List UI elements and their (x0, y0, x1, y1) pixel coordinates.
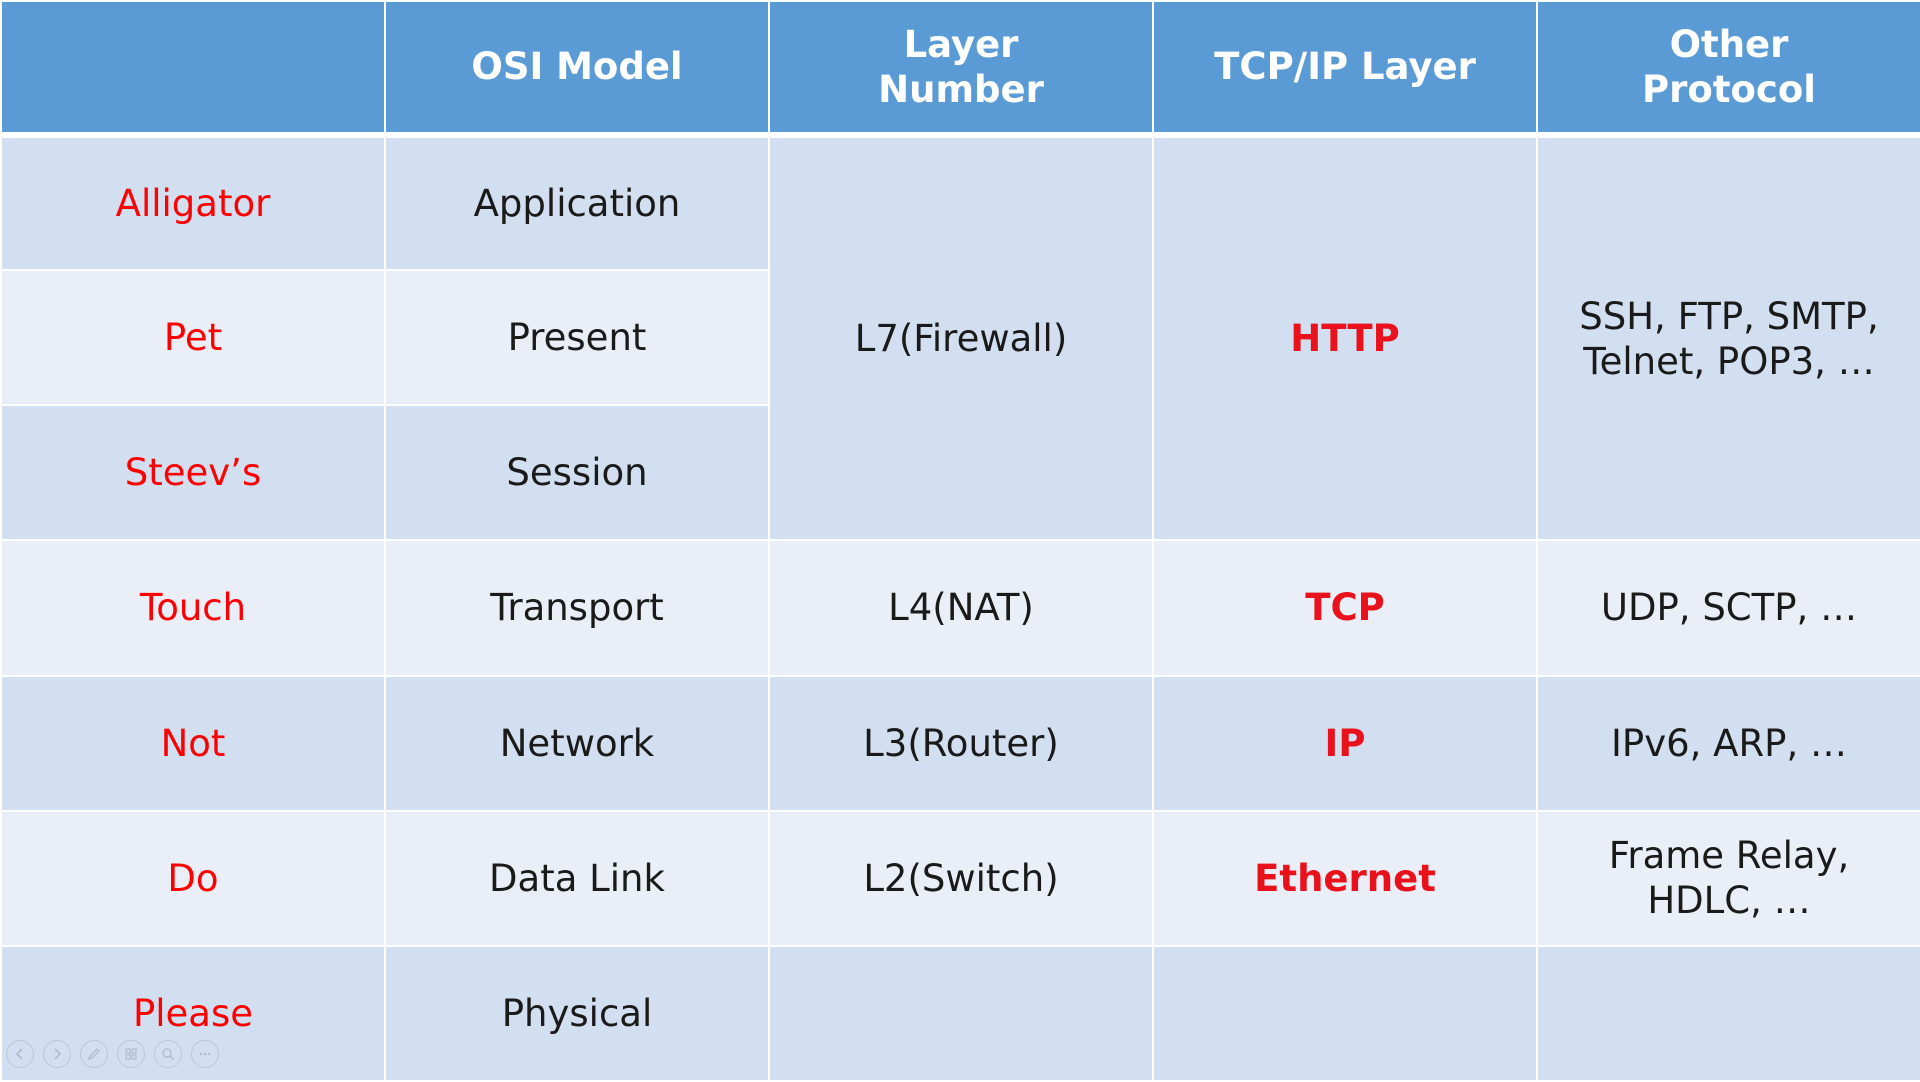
other-protocol-line2: HDLC, … (1647, 879, 1811, 923)
mnemonic-cell: Touch (0, 539, 386, 677)
other-protocol-line1: SSH, FTP, SMTP, (1579, 294, 1879, 338)
layer-number-cell (768, 944, 1154, 1082)
header-layer-number-line1: Layer (903, 22, 1019, 66)
table-row-transport: Touch Transport L4(NAT) TCP UDP, SCTP, … (0, 539, 1920, 677)
header-osi-model: OSI Model (384, 0, 770, 138)
osi-layer-cell: Session (384, 404, 770, 542)
osi-layer-cell: Transport (384, 539, 770, 677)
mnemonic-cell: Steev’s (0, 404, 386, 542)
slideshow-toolbar (6, 1040, 219, 1068)
next-icon[interactable] (43, 1040, 71, 1068)
other-protocol-cell: IPv6, ARP, … (1536, 674, 1920, 812)
other-protocol-cell: SSH, FTP, SMTP, Telnet, POP3, … (1536, 133, 1920, 542)
previous-icon[interactable] (6, 1040, 34, 1068)
slides-icon[interactable] (117, 1040, 145, 1068)
layer-number-cell: L3(Router) (768, 674, 1154, 812)
more-icon[interactable] (191, 1040, 219, 1068)
table-row-network: Not Network L3(Router) IP IPv6, ARP, … (0, 674, 1920, 812)
osi-layer-cell: Network (384, 674, 770, 812)
table-header-row: OSI Model Layer Number TCP/IP Layer Othe… (0, 0, 1920, 138)
other-protocol-line2: Telnet, POP3, … (1583, 339, 1875, 383)
mnemonic-cell: Not (0, 674, 386, 812)
table-row-physical: Please Physical (0, 944, 1920, 1082)
header-other-protocol: Other Protocol (1536, 0, 1920, 138)
header-layer-number-line2: Number (878, 68, 1044, 111)
table-row-presentation: Pet Present (0, 269, 1920, 407)
layer-number-cell: L2(Switch) (768, 809, 1154, 947)
header-tcpip-layer: TCP/IP Layer (1152, 0, 1538, 138)
mnemonic-cell: Do (0, 809, 386, 947)
tcpip-layer-cell: Ethernet (1152, 809, 1538, 947)
mnemonic-cell: Alligator (0, 133, 386, 272)
table-row-application: Alligator Application L7(Firewall) HTTP … (0, 133, 1920, 542)
tcpip-layer-cell: TCP (1152, 539, 1538, 677)
header-layer-number: Layer Number (768, 0, 1154, 138)
other-protocol-cell: UDP, SCTP, … (1536, 539, 1920, 677)
table-row-data-link: Do Data Link L2(Switch) Ethernet Frame R… (0, 809, 1920, 947)
other-protocol-cell: Frame Relay, HDLC, … (1536, 809, 1920, 947)
other-protocol-line1: Frame Relay, (1608, 834, 1850, 878)
tcpip-layer-cell: HTTP (1152, 133, 1538, 542)
osi-layer-cell: Physical (384, 944, 770, 1082)
tcpip-layer-cell: IP (1152, 674, 1538, 812)
osi-layer-cell: Present (384, 269, 770, 407)
layer-number-cell: L4(NAT) (768, 539, 1154, 677)
zoom-icon[interactable] (154, 1040, 182, 1068)
header-other-protocol-line1: Other (1669, 22, 1789, 66)
pen-icon[interactable] (80, 1040, 108, 1068)
layer-number-cell: L7(Firewall) (768, 133, 1154, 542)
tcpip-layer-cell (1152, 944, 1538, 1082)
header-other-protocol-line2: Protocol (1642, 68, 1816, 111)
osi-layer-cell: Data Link (384, 809, 770, 947)
osi-layer-cell: Application (384, 133, 770, 272)
other-protocol-cell (1536, 944, 1920, 1082)
header-mnemonic (0, 0, 386, 138)
table-row-session: Steev’s Session (0, 404, 1920, 542)
mnemonic-cell: Pet (0, 269, 386, 407)
